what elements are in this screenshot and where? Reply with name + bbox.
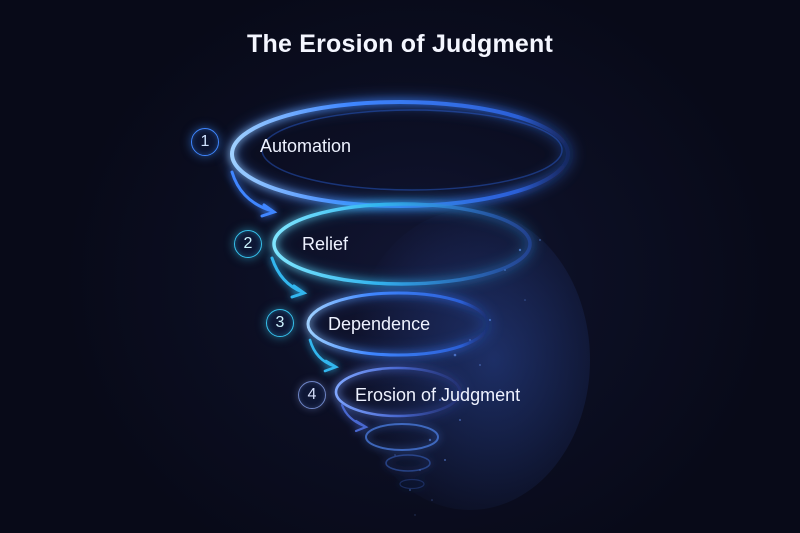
ring-4 [333,365,463,419]
step-2-label: Relief [302,234,349,254]
step-4-badge: 4 [298,381,326,409]
step-1-badge: 1 [191,128,219,156]
ring-2 [270,200,534,288]
arrow-1-to-2 [230,170,274,213]
diagram-title: The Erosion of Judgment [247,30,553,58]
flow-arrows [230,170,369,433]
ring-3 [304,289,492,359]
step-3-label: Dependence [328,314,431,334]
sparkle-dots [394,239,541,516]
step-2-badge: 2 [234,230,262,258]
step-3-badge: 3 [266,309,294,337]
step-4-label: Erosion of Judgment [355,385,521,405]
step-1-label: Automation [260,136,352,156]
ring-tail [365,423,439,490]
